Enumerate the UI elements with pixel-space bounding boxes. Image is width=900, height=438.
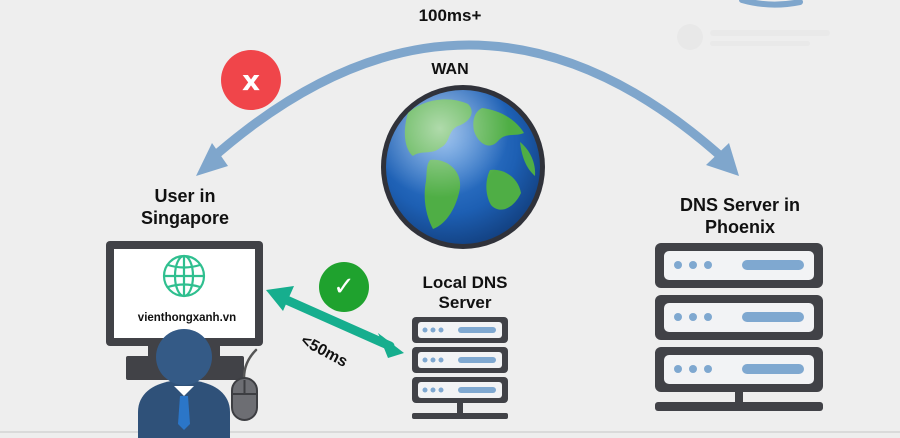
local-arrowhead-left — [266, 286, 294, 311]
server-icon — [412, 317, 508, 419]
watermark-logo — [677, 24, 830, 50]
website-label: vienthongxanh.vn — [137, 312, 237, 324]
globe-icon — [381, 85, 545, 249]
remote-dns-label: DNS Server in Phoenix — [679, 195, 801, 237]
mouse-icon — [231, 348, 258, 421]
partial-arrow — [739, 0, 803, 8]
check-icon: ✓ — [319, 262, 369, 312]
local-arrowhead-right — [378, 333, 404, 358]
web-globe-icon — [162, 254, 206, 298]
server-icon — [655, 243, 823, 411]
local-dns-label: Local DNS Server — [422, 273, 508, 313]
wan-arc-arrow — [205, 40, 730, 165]
wan-label: WAN — [431, 61, 469, 78]
local-arrow — [277, 293, 395, 351]
arrowhead-to-user — [196, 143, 228, 176]
fail-x-icon: x — [221, 50, 281, 110]
arrowhead-to-phoenix — [706, 143, 739, 176]
wan-latency-label: 100ms+ — [418, 6, 482, 25]
user-icon — [138, 329, 230, 438]
user-location-label: User in Singapore — [140, 186, 229, 228]
